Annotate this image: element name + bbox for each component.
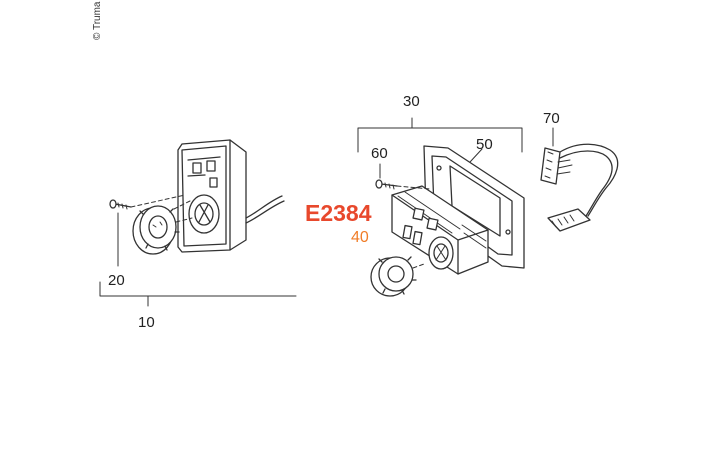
part-code: E2384: [305, 200, 372, 226]
right-knob: [370, 256, 425, 297]
label-20: 20: [108, 272, 125, 289]
left-screw: [109, 199, 132, 210]
label-30: 30: [403, 93, 420, 110]
screw-60: [375, 163, 431, 190]
left-control-housing: [177, 139, 247, 253]
control-unit: [391, 185, 489, 275]
label-40: 40: [351, 229, 369, 246]
left-cable: [245, 195, 285, 224]
label-60: 60: [371, 145, 388, 162]
left-knob: [132, 205, 180, 255]
left-leader-lines: [99, 212, 297, 307]
frame-50: [423, 145, 525, 269]
left-assembly-dash-lines: [130, 194, 193, 223]
label-10: 10: [138, 314, 155, 331]
cable-70: [540, 127, 619, 232]
label-50: 50: [476, 136, 493, 153]
label-70: 70: [543, 110, 560, 127]
bracket-30: [357, 117, 523, 153]
